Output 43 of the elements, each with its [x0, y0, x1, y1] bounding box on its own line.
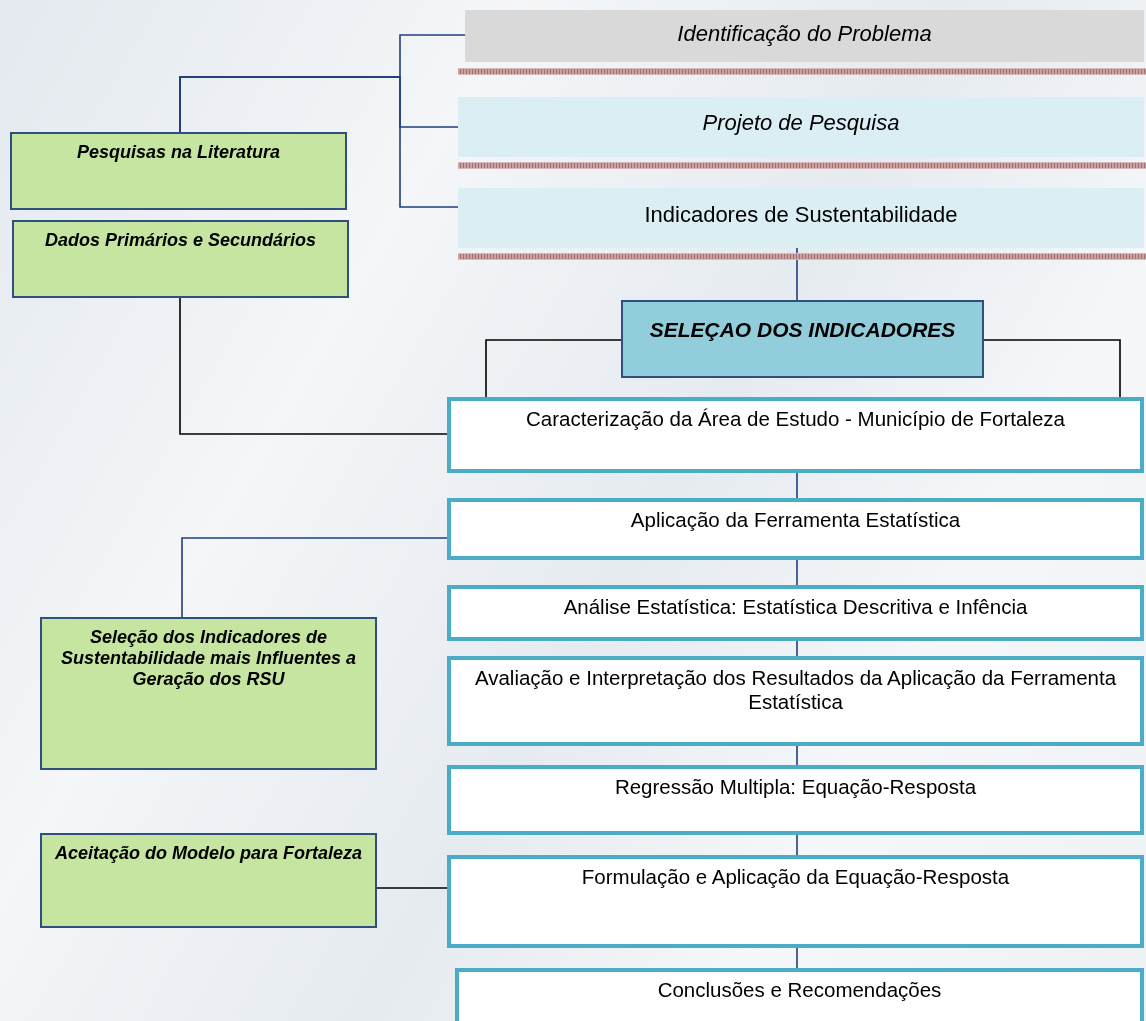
process-box [447, 498, 1144, 560]
header-box [458, 97, 1144, 157]
node-text: Formulação e Aplicação da Equação-Resposta [580, 865, 1011, 889]
process-box [447, 855, 1144, 948]
node-text: Projeto de Pesquisa [701, 110, 901, 136]
header-box [458, 188, 1144, 248]
connector-line [796, 247, 798, 301]
process-box [447, 765, 1144, 835]
process-box [455, 968, 1144, 1021]
node-text: Aplicação da Ferramenta Estatística [629, 508, 962, 532]
connector-line [796, 745, 798, 766]
connector-line [179, 76, 459, 208]
process-box [447, 585, 1144, 641]
side-box [40, 833, 377, 928]
node-text: Avaliação e Interpretação dos Resultados da Aplicação da Ferramenta Estatística [473, 666, 1118, 714]
connector-line [796, 640, 798, 657]
process-box [447, 656, 1144, 746]
node-text: Identificação do Problema [676, 21, 933, 47]
node-text: Indicadores de Sustentabilidade [643, 202, 959, 228]
connector-line [181, 537, 448, 618]
side-box [10, 132, 347, 210]
side-box [40, 617, 377, 770]
connector-line [796, 472, 798, 499]
connector-line [485, 339, 622, 398]
node-text: Regressão Multipla: Equação-Resposta [613, 775, 978, 799]
node-text: Pesquisas na Literatura [75, 142, 282, 163]
side-box [12, 220, 349, 298]
heading-box [621, 300, 984, 378]
node-text: Conclusões e Recomendações [656, 978, 943, 1002]
process-box [447, 397, 1144, 473]
connector-line [179, 297, 448, 435]
connector-line [983, 339, 1121, 398]
connector-line [796, 559, 798, 586]
connector-line [376, 887, 448, 889]
connector-line [796, 947, 798, 969]
node-text: Seleção dos Indicadores de Sustentabilidade mais Influentes a Geração dos RSU [59, 627, 358, 690]
node-text: Dados Primários e Secundários [43, 230, 318, 251]
node-text: Análise Estatística: Estatística Descritiva e Infência [562, 595, 1029, 619]
header-box [465, 10, 1144, 62]
node-text: SELEÇAO DOS INDICADORES [648, 318, 957, 342]
node-text: Aceitação do Modelo para Fortaleza [53, 843, 364, 864]
node-text: Caracterização da Área de Estudo - Município de Fortaleza [525, 407, 1066, 431]
connector-line [796, 834, 798, 856]
